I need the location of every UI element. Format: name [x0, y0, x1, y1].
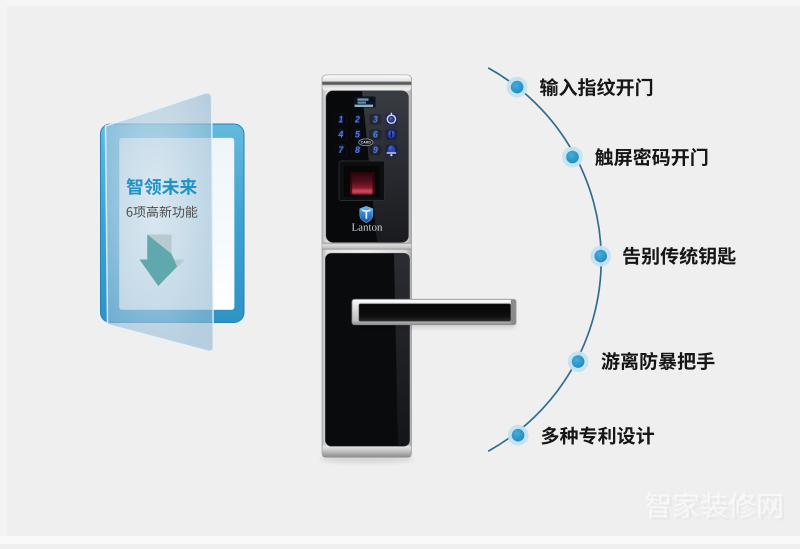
svg-text:7: 7 [338, 145, 344, 156]
svg-text:1: 1 [338, 114, 343, 124]
svg-text:9: 9 [373, 145, 378, 155]
svg-text:1: 1 [338, 114, 343, 125]
svg-text:5: 5 [355, 130, 360, 140]
svg-text:2: 2 [354, 114, 361, 125]
svg-text:3: 3 [373, 114, 378, 124]
svg-text:CARD: CARD [361, 141, 372, 145]
svg-text:7: 7 [338, 145, 344, 155]
svg-text:8: 8 [355, 145, 360, 155]
svg-text:4: 4 [337, 130, 343, 140]
svg-text:6: 6 [373, 129, 379, 140]
svg-text:2: 2 [354, 114, 360, 124]
svg-text:9: 9 [373, 145, 379, 156]
svg-text:6: 6 [373, 130, 378, 140]
svg-text:5: 5 [355, 129, 361, 140]
svg-text:8: 8 [355, 145, 361, 156]
svg-text:3: 3 [373, 114, 379, 125]
svg-text:4: 4 [337, 129, 344, 140]
